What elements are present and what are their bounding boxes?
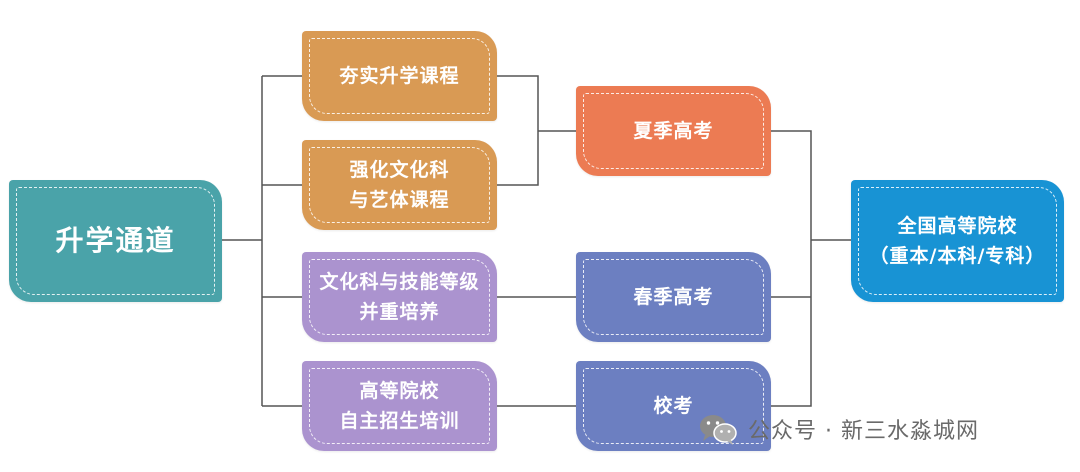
node-self-enrollment-border xyxy=(309,368,490,444)
node-strengthen-culture: 强化文化科 与艺体课程 xyxy=(302,140,497,230)
node-solid-courses-border xyxy=(309,38,490,114)
node-spring-exam-label: 春季高考 xyxy=(633,286,714,308)
node-strengthen-culture-border xyxy=(309,147,490,223)
root-node-label: 升学通道 xyxy=(55,224,176,257)
node-skill-levels: 文化科与技能等级 并重培养 xyxy=(302,252,497,342)
watermark-text: 公众号 · 新三水淼城网 xyxy=(748,419,979,444)
target-node-border xyxy=(858,187,1057,295)
node-skill-levels-border xyxy=(309,259,490,335)
target-node: 全国高等院校 （重本/本科/专科） xyxy=(851,180,1064,302)
node-school-exam-label: 校考 xyxy=(653,395,694,417)
node-summer-exam: 夏季高考 xyxy=(576,86,771,176)
wechat-icon xyxy=(700,415,737,445)
root-node: 升学通道 xyxy=(9,180,222,302)
watermark: 公众号 · 新三水淼城网 xyxy=(698,412,979,446)
target-node-label: 全国高等院校 （重本/本科/专科） xyxy=(869,215,1046,267)
connector-exam-bracket xyxy=(771,130,812,407)
node-strengthen-culture-label: 强化文化科 与艺体课程 xyxy=(349,159,450,211)
node-spring-exam: 春季高考 xyxy=(576,252,771,342)
node-summer-exam-border xyxy=(583,93,764,169)
node-school-exam-border xyxy=(583,368,764,444)
connector-summer-bracket xyxy=(497,75,539,186)
node-solid-courses-label: 夯实升学课程 xyxy=(339,65,460,87)
node-school-exam: 校考 xyxy=(576,361,771,451)
node-solid-courses: 夯实升学课程 xyxy=(302,31,497,121)
node-spring-exam-border xyxy=(583,259,764,335)
node-self-enrollment-label: 高等院校 自主招生培训 xyxy=(339,380,460,432)
node-summer-exam-label: 夏季高考 xyxy=(633,120,714,142)
node-self-enrollment: 高等院校 自主招生培训 xyxy=(302,361,497,451)
node-skill-levels-label: 文化科与技能等级 并重培养 xyxy=(319,271,480,323)
root-node-border xyxy=(16,187,215,295)
